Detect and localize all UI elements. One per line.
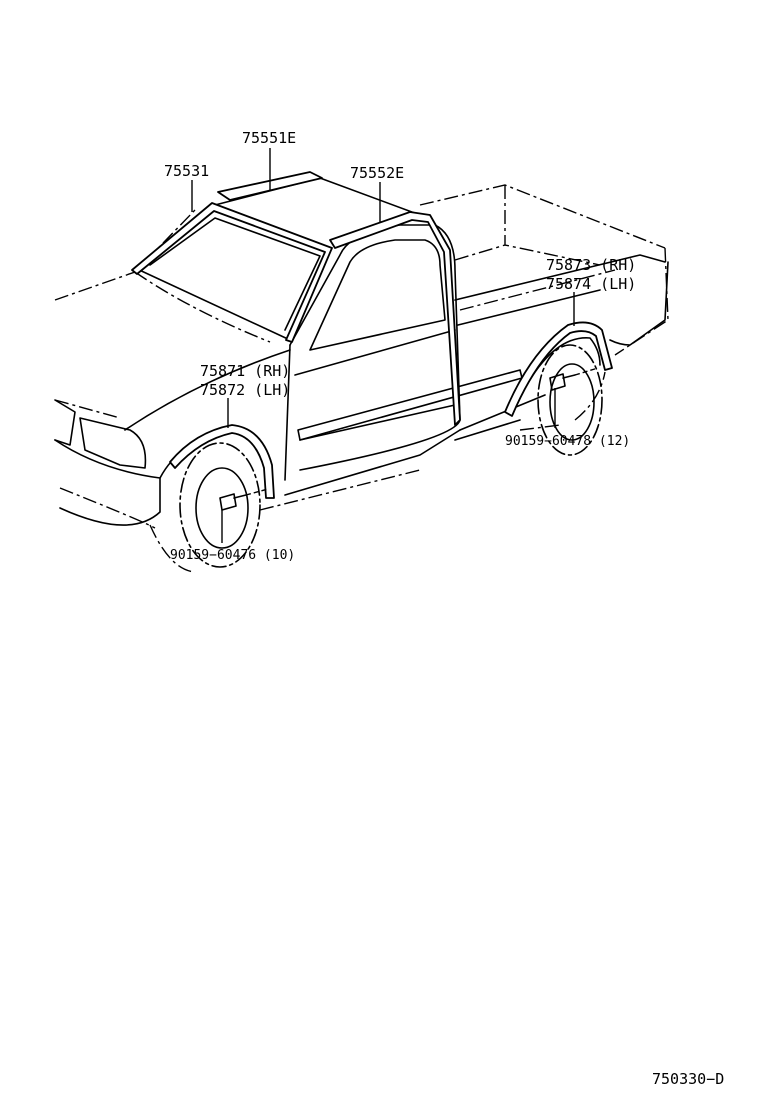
roof-drip-moulding-rear: [329, 211, 461, 426]
windshield-moulding: [131, 202, 333, 343]
label-75871: 75871 (RH): [200, 362, 290, 380]
leader-lines: [191, 148, 575, 543]
front-wheel-opening-moulding: [169, 424, 275, 499]
label-90159-60476: 90159−60476 (10): [170, 548, 295, 563]
label-75531: 75531: [164, 162, 209, 180]
rear-wheel-opening-moulding: [504, 321, 613, 417]
label-75874: 75874 (LH): [546, 275, 636, 293]
label-75873: 75873 (RH): [546, 256, 636, 274]
screw-front: [219, 488, 269, 511]
label-75552E: 75552E: [350, 164, 404, 182]
figure-code: 750330−D: [652, 1070, 724, 1088]
screw-rear: [549, 367, 599, 391]
label-75551E: 75551E: [242, 129, 296, 147]
label-90159-60478: 90159−60478 (12): [505, 434, 630, 449]
label-75872: 75872 (LH): [200, 381, 290, 399]
part-labels: 75551E 75531 75552E 75873 (RH) 75874 (LH…: [164, 129, 724, 1088]
